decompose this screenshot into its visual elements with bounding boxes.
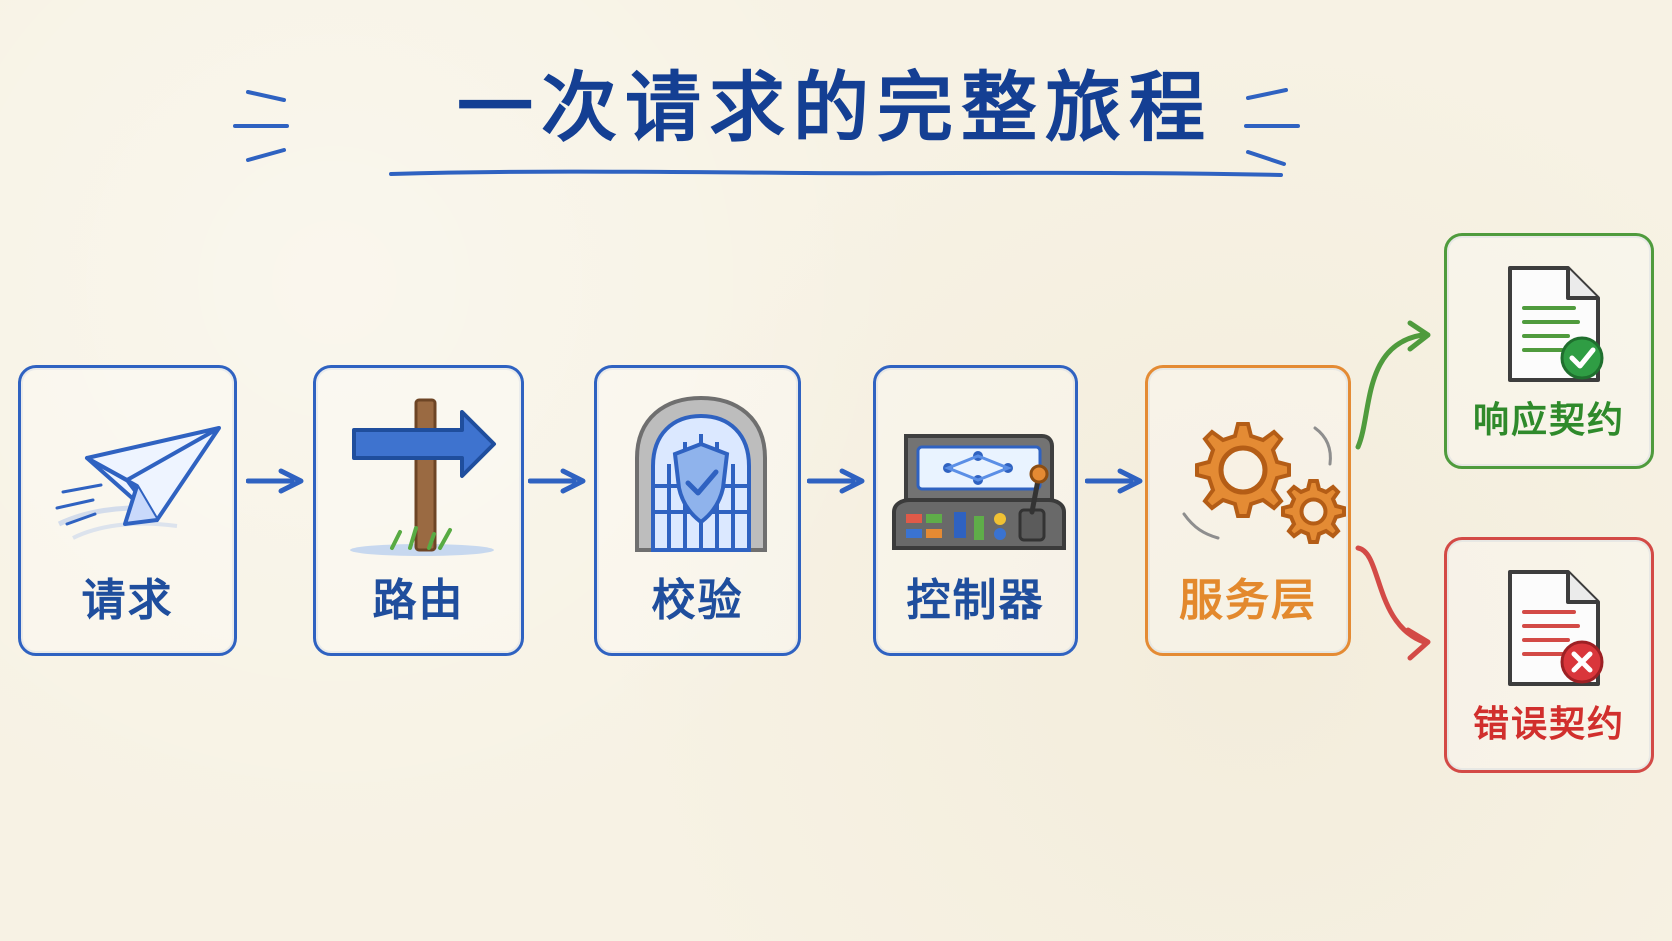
outcome-label-error-contract: 错误契约 [1472, 704, 1625, 745]
flow-arrow-1 [246, 468, 304, 494]
step-card-routing: 路由 [313, 365, 524, 656]
title-underline [389, 169, 1283, 177]
signpost-icon [350, 398, 496, 556]
flow-arrow-3 [807, 468, 865, 494]
step-label-validation: 校验 [651, 575, 744, 626]
gears-icon [1182, 422, 1346, 544]
document-error-icon [1508, 570, 1604, 686]
title-right-decoration [1244, 88, 1300, 166]
outcome-label-response-contract: 响应契约 [1472, 400, 1625, 441]
flow-arrow-error-branch [1355, 545, 1431, 661]
flow-arrow-4 [1085, 468, 1143, 494]
step-label-service-layer: 服务层 [1179, 575, 1317, 626]
step-label-routing: 路由 [372, 575, 465, 626]
step-card-service-layer: 服务层 [1145, 365, 1351, 656]
step-label-request: 请求 [81, 575, 174, 626]
step-card-controller: 控制器 [873, 365, 1078, 656]
outcome-card-error-contract: 错误契约 [1444, 537, 1654, 773]
gate-shield-icon [635, 395, 767, 552]
paper-plane-icon [55, 426, 221, 540]
control-panel-icon [892, 434, 1066, 550]
page-title: 一次请求的完整旅程 [457, 63, 1213, 152]
step-card-validation: 校验 [594, 365, 801, 656]
flow-arrow-2 [528, 468, 586, 494]
outcome-card-response-contract: 响应契约 [1444, 233, 1654, 469]
step-label-controller: 控制器 [906, 575, 1045, 626]
document-success-icon [1508, 266, 1604, 382]
step-card-request: 请求 [18, 365, 237, 656]
title-left-decoration [233, 90, 289, 162]
flow-arrow-success-branch [1355, 320, 1431, 450]
